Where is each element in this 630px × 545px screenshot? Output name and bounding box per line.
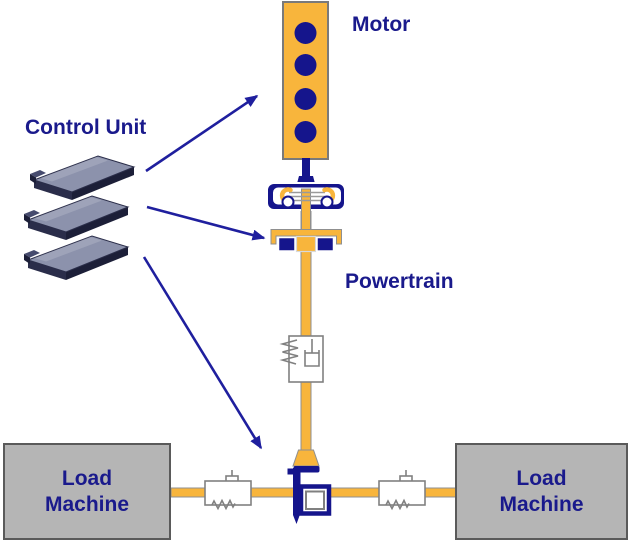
spring-damper-box: [378, 480, 426, 506]
motor-winding-dot: [294, 22, 317, 44]
clutch-hub: [295, 235, 317, 253]
load-machine-left-label: Load Machine: [44, 466, 130, 516]
load-machine-left-box: Load Machine: [3, 443, 171, 540]
arrow-control-to-clutch: [146, 205, 266, 241]
spring-damper-left-symbol: [204, 470, 252, 511]
motor-shaft-flange: [297, 176, 315, 184]
control-unit-stack: [24, 155, 136, 280]
control-unit-label: Control Unit: [25, 116, 147, 139]
arrow-control-to-motor: [145, 94, 259, 173]
axle-shaft-right-outer: [424, 487, 457, 498]
load-machine-right-label: Load Machine: [499, 466, 584, 516]
differential-bar-stub: [287, 468, 294, 475]
arrow-control-to-differential: [142, 256, 263, 450]
differential-symbol: [287, 466, 332, 524]
axle-shaft-right-inner: [326, 487, 381, 498]
differential-bar: [293, 468, 301, 515]
bearing-ball-left: [281, 195, 295, 209]
clutch-coupling-symbol: [270, 229, 342, 253]
spring-coil: [211, 498, 236, 511]
spring-damper-right-symbol: [378, 470, 426, 511]
motor-symbol: [282, 1, 329, 184]
connection-arrows: [142, 94, 266, 450]
shaft-bell-flare: [292, 449, 320, 467]
spline-lines: [289, 191, 325, 202]
motor-shaft: [302, 158, 310, 182]
spring-damper-box: [204, 480, 252, 506]
motor-winding-dot: [294, 54, 317, 76]
clutch-pad-left: [277, 236, 296, 252]
spring-damper-vertical-symbol: [279, 335, 324, 383]
motor-label: Motor: [352, 13, 411, 36]
powertrain-shaft-lower: [300, 380, 312, 452]
spring-damper-box: [288, 335, 324, 383]
powertrain-shaft-mid: [300, 249, 312, 338]
differential-bar-tip: [293, 513, 301, 524]
bearing-ball-right: [320, 195, 334, 209]
control-unit-module: [30, 155, 136, 200]
bearing-coupling-symbol: [266, 182, 346, 234]
motor-winding-dot: [294, 88, 317, 110]
control-unit-module: [24, 195, 130, 240]
clutch-bracket: [270, 229, 342, 245]
motor-winding-dot: [294, 121, 317, 143]
damper-cup: [304, 350, 320, 367]
clutch-pad-right: [316, 236, 335, 252]
load-machine-right-box: Load Machine: [455, 443, 628, 540]
differential-inner-gear: [305, 490, 325, 510]
control-unit-module: [24, 235, 130, 280]
axle-shaft-left-outer: [170, 487, 207, 498]
spring-coil: [385, 498, 410, 511]
powertrain-label: Powertrain: [345, 270, 454, 293]
spring-coil: [279, 339, 299, 365]
coupling-inner-shaft: [301, 188, 311, 234]
